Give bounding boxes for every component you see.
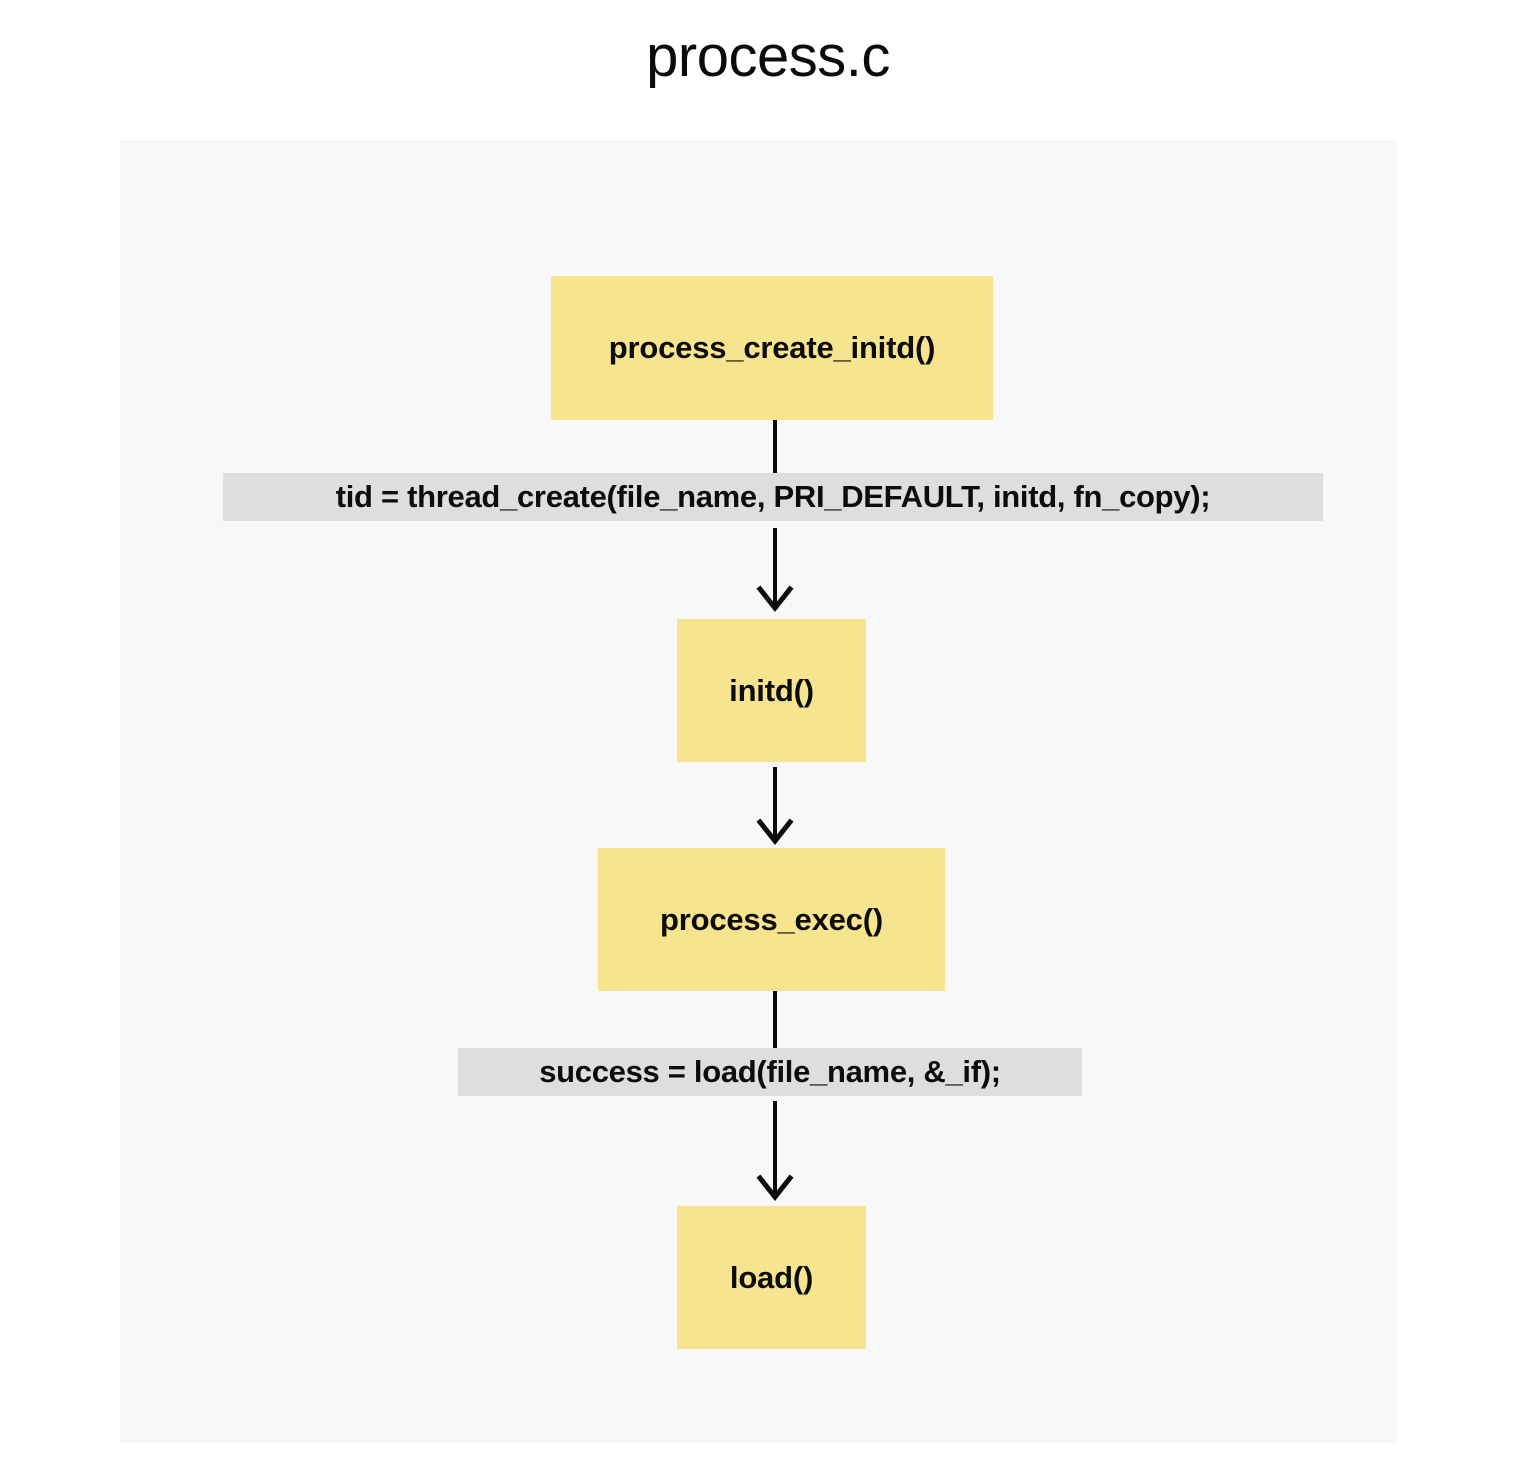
edge-label-load-call: success = load(file_name, &_if); (458, 1048, 1082, 1096)
diagram-panel: process_create_initd() tid = thread_crea… (120, 140, 1397, 1443)
arrow-icon-to-process-exec (745, 767, 805, 845)
arrow-icon-to-initd (745, 528, 805, 614)
edge-label-text: tid = thread_create(file_name, PRI_DEFAU… (335, 479, 1211, 514)
page-title: process.c (646, 24, 890, 89)
arrow-down-icon (756, 767, 794, 845)
node-initd[interactable]: initd() (677, 619, 866, 762)
node-label: initd() (729, 672, 814, 708)
arrow-down-icon (756, 1101, 794, 1201)
node-load[interactable]: load() (677, 1206, 866, 1349)
node-process-create-initd[interactable]: process_create_initd() (551, 276, 993, 420)
arrow-icon-to-load (745, 1101, 805, 1201)
edge-label-text: success = load(file_name, &_if); (539, 1054, 1001, 1089)
node-label: process_create_initd() (608, 330, 936, 365)
node-process-exec[interactable]: process_exec() (598, 848, 945, 991)
node-label: process_exec() (660, 901, 883, 937)
connector-line-process-create-initd-to-label (773, 420, 777, 474)
node-label: load() (729, 1259, 814, 1295)
edge-label-thread-create: tid = thread_create(file_name, PRI_DEFAU… (223, 473, 1323, 521)
arrow-down-icon (756, 528, 794, 613)
connector-line-process-exec-to-label (773, 991, 777, 1049)
